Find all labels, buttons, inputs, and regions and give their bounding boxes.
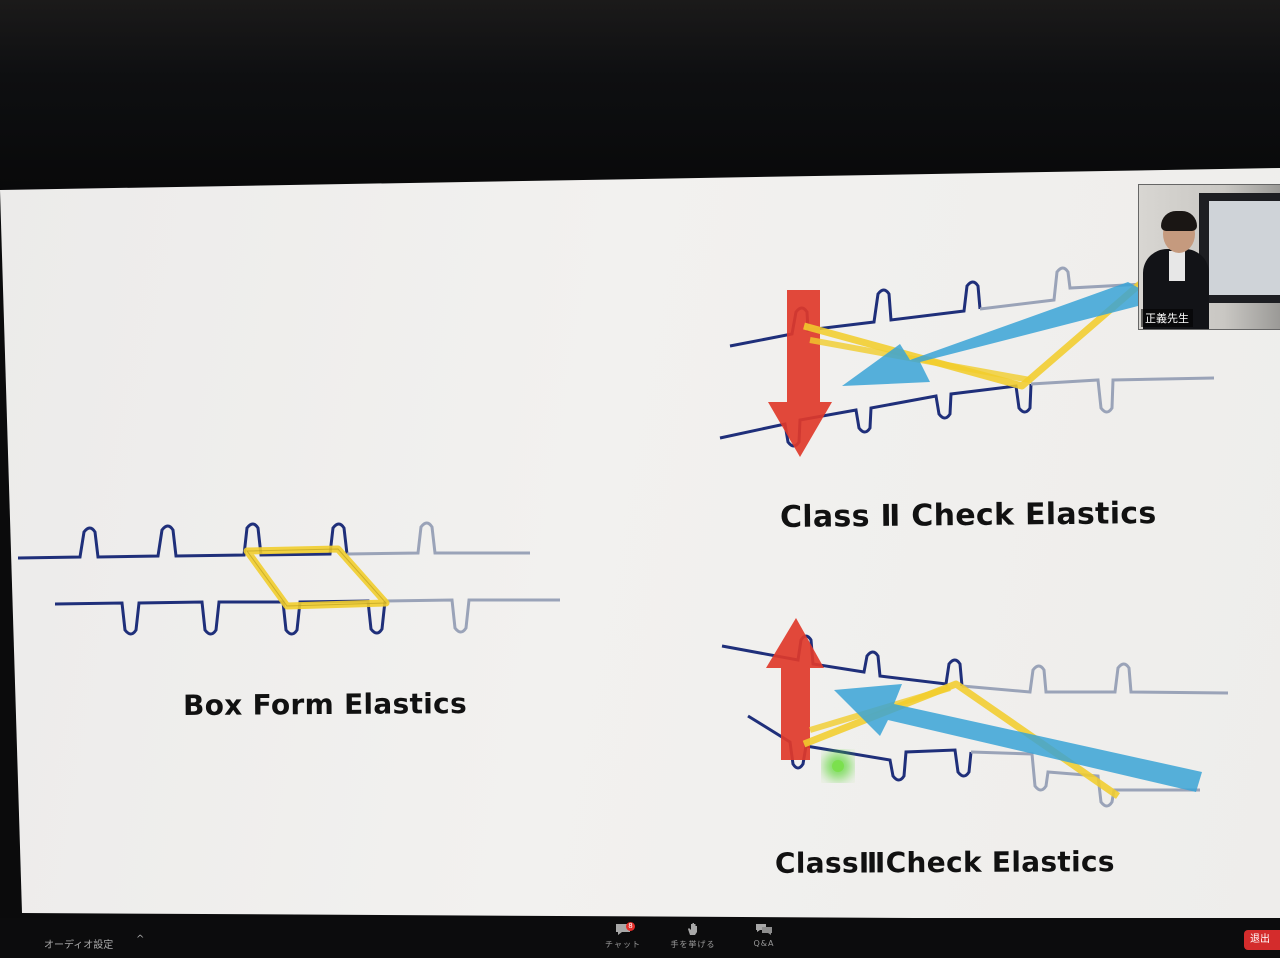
vector-arrow xyxy=(842,282,1146,386)
vector-arrow xyxy=(834,684,1202,792)
box-elastic xyxy=(243,545,390,610)
meeting-toolbar: オーディオ設定 ^ 8 チャット 手を挙げる Q&A 退出 xyxy=(0,918,1280,958)
class2-diagram xyxy=(719,266,1215,457)
upper-archwire xyxy=(17,522,349,560)
class2-title: Class Ⅱ Check Elastics xyxy=(779,496,1157,535)
leave-button[interactable]: 退出 xyxy=(1244,930,1280,950)
qa-button[interactable]: Q&A xyxy=(739,922,789,948)
force-arrow-down xyxy=(768,290,832,457)
hand-icon xyxy=(688,923,697,935)
box-form-diagram xyxy=(17,521,560,636)
qa-icon xyxy=(756,924,772,935)
presentation-slide: Box Form Elastics Class Ⅱ Check Elastics… xyxy=(0,168,1280,920)
force-arrow-up xyxy=(766,618,824,760)
chat-button[interactable]: 8 チャット xyxy=(598,922,648,950)
audio-settings-button[interactable]: オーディオ設定 xyxy=(44,940,114,951)
class3-title: ClassⅢCheck Elastics xyxy=(774,845,1115,880)
lower-archwire xyxy=(54,599,387,636)
speaker-video-thumbnail[interactable]: 正義先生 xyxy=(1138,184,1280,330)
raise-hand-label: 手を挙げる xyxy=(670,940,716,949)
slide-diagrams xyxy=(17,266,1229,808)
box-form-title: Box Form Elastics xyxy=(182,687,468,722)
qa-label: Q&A xyxy=(753,939,775,948)
audio-caret-icon[interactable]: ^ xyxy=(136,934,145,945)
chat-label: チャット xyxy=(605,940,641,949)
raise-hand-button[interactable]: 手を挙げる xyxy=(668,922,718,950)
class3-diagram xyxy=(721,618,1229,808)
monitor-bezel xyxy=(0,0,1280,190)
chat-badge: 8 xyxy=(626,922,635,931)
class2-elastic xyxy=(803,281,1143,390)
participant-name: 正義先生 xyxy=(1141,309,1193,327)
